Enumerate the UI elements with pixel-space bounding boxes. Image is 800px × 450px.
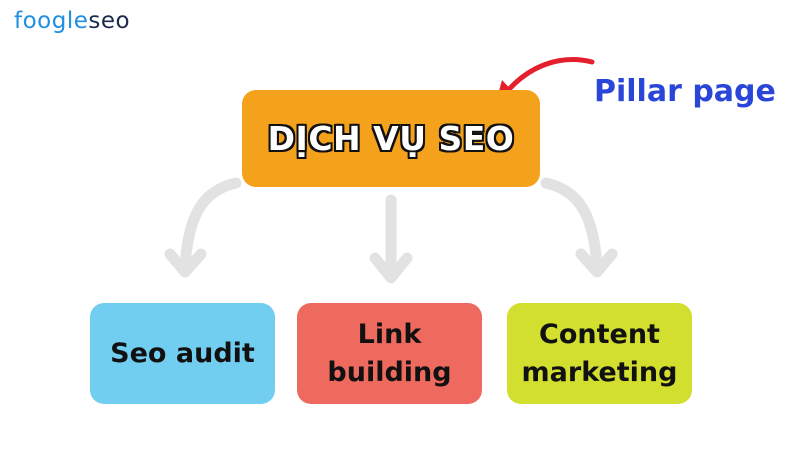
connector-to-link-building: [369, 194, 413, 284]
connector-to-seo-audit: [164, 177, 242, 278]
main-node-dich-vu-seo: DỊCH VỤ SEO: [242, 90, 540, 187]
child-node-link-building: Link building: [297, 303, 482, 404]
connector-to-content-marketing: [540, 177, 618, 278]
logo-text-foogle: foogle: [14, 8, 89, 34]
child-node-seo-audit: Seo audit: [90, 303, 275, 404]
child-node-label-seo-audit: Seo audit: [110, 337, 255, 369]
main-node-label: DỊCH VỤ SEO: [267, 119, 515, 158]
child-node-label-content-marketing: Content marketing: [521, 318, 678, 388]
child-node-content-marketing: Content marketing: [507, 303, 692, 404]
child-node-label-link-building: Link building: [327, 318, 452, 388]
pillar-page-label: Pillar page: [594, 74, 776, 109]
logo-text-seo: seo: [88, 8, 131, 34]
